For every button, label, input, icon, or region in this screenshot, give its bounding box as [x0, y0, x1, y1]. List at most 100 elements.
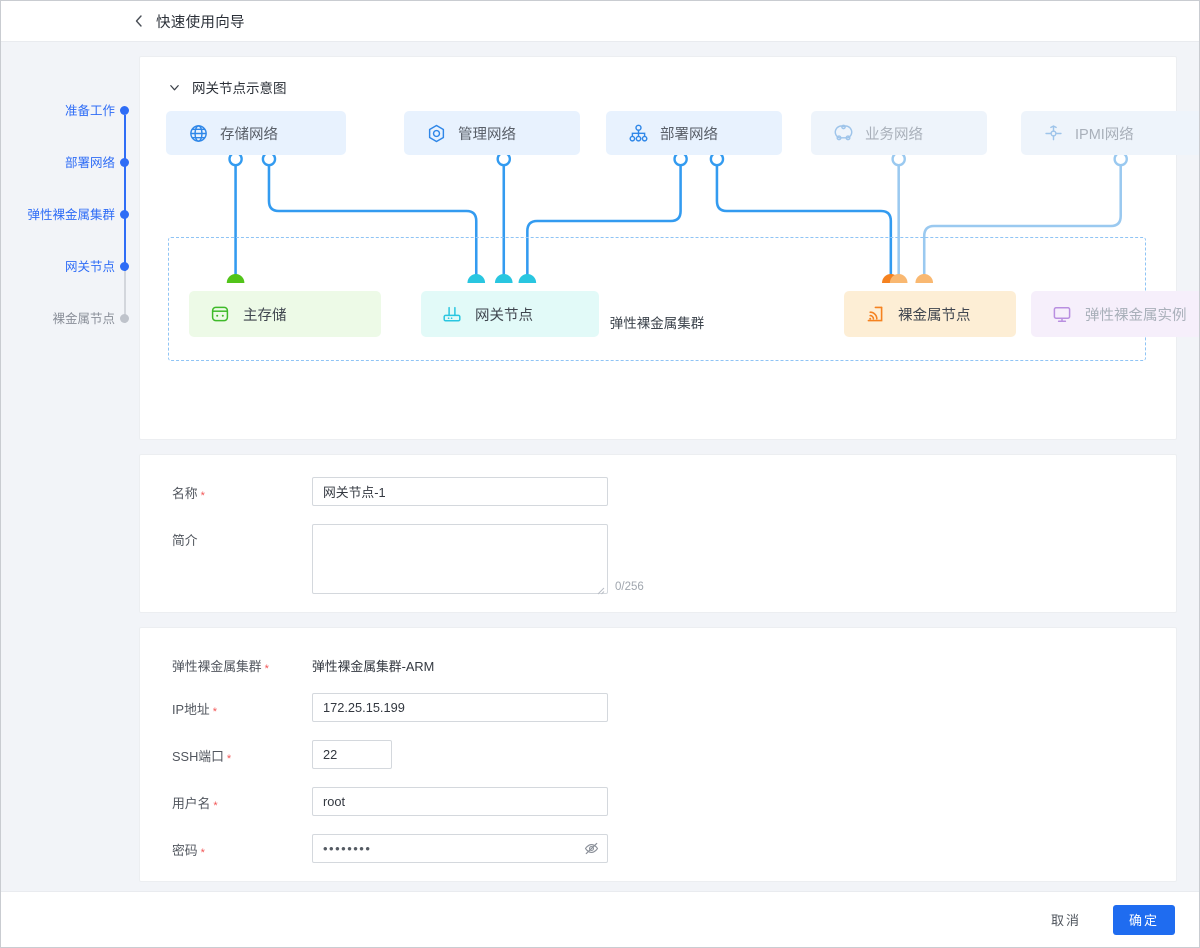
page-title: 快速使用向导: [156, 14, 245, 31]
form-row-port: SSH端口* 22: [140, 740, 1176, 769]
form-row-password: 密码* ••••••••: [140, 834, 1176, 863]
steps-sidebar: 准备工作 部署网络 弹性裸金属集群 网关节点 裸金属节点: [1, 42, 139, 891]
cloud-nodes-icon: [833, 123, 854, 144]
username-label-text: 用户名: [172, 796, 211, 811]
name-label: 名称*: [140, 477, 312, 502]
sidebar-step-2[interactable]: 弹性裸金属集群: [1, 208, 139, 271]
confirm-button[interactable]: 确定: [1113, 904, 1175, 935]
description-textarea[interactable]: [312, 524, 608, 595]
hexagon-target-icon: [426, 123, 447, 144]
password-label-text: 密码: [172, 843, 198, 858]
network-chip-storage[interactable]: 存储网络: [166, 111, 346, 155]
sidebar-step-1[interactable]: 部署网络: [1, 156, 139, 219]
password-label-cell: 密码*: [140, 834, 312, 859]
password-input[interactable]: ••••••••: [312, 834, 608, 863]
step-label: 部署网络: [64, 156, 115, 170]
step-dot: [120, 158, 129, 167]
name-input[interactable]: 网关节点-1: [312, 477, 608, 506]
description-label: 简介: [140, 524, 312, 549]
description-field-wrap: 0/256: [312, 524, 644, 595]
form-row-cluster: 弹性裸金属集群* 弹性裸金属集群-ARM: [140, 650, 1176, 675]
sidebar-step-0[interactable]: 准备工作: [1, 104, 139, 167]
page-footer: 取消 确定: [1, 891, 1199, 947]
ip-input[interactable]: 172.25.15.199: [312, 693, 608, 722]
port-label-cell: SSH端口*: [140, 740, 312, 765]
required-asterisk: *: [200, 847, 205, 859]
username-label-cell: 用户名*: [140, 787, 312, 812]
step-connector-line: [123, 115, 126, 167]
required-asterisk: *: [213, 800, 218, 812]
step-label: 准备工作: [64, 104, 115, 118]
name-label-text: 名称: [172, 486, 198, 501]
required-asterisk: *: [226, 753, 232, 765]
diagram-collapse-header[interactable]: 网关节点示意图: [156, 71, 1160, 97]
node-box-baremetal[interactable]: 裸金属节点: [844, 291, 1016, 337]
form-row-name: 名称* 网关节点-1: [140, 477, 1176, 506]
step-label: 裸金属节点: [52, 312, 115, 326]
node-box-label: 网关节点: [475, 307, 533, 324]
form-row-ip: IP地址* 172.25.15.199: [140, 693, 1176, 722]
step-dot: [120, 106, 129, 115]
chevron-left-icon[interactable]: [131, 13, 147, 29]
network-topology-diagram: 弹性裸金属集群 存储网络: [156, 111, 1199, 421]
node-box-label: 主存储: [243, 307, 287, 324]
step-dot: [120, 314, 129, 323]
network-chip-ipmi[interactable]: IPMI网络: [1021, 111, 1199, 155]
description-char-counter: 0/256: [615, 581, 644, 593]
required-asterisk: *: [264, 663, 269, 675]
cluster-label-text: 弹性裸金属集群: [172, 659, 262, 674]
ip-label-text: IP地址: [172, 702, 210, 717]
signal-server-icon: [864, 303, 886, 325]
network-chip-label: 部署网络: [660, 126, 718, 143]
ipmi-probe-icon: [1043, 123, 1064, 144]
required-asterisk: *: [200, 490, 205, 502]
main-content: 网关节点示意图: [139, 42, 1199, 891]
page-body: 准备工作 部署网络 弹性裸金属集群 网关节点 裸金属节点: [1, 42, 1199, 891]
step-connector-line: [123, 219, 126, 271]
step-dot: [120, 210, 129, 219]
form-row-description: 简介 0/256: [140, 524, 1176, 595]
basic-info-panel: 名称* 网关节点-1 简介: [139, 454, 1177, 613]
description-label-text: 简介: [172, 533, 198, 548]
network-chip-label: 管理网络: [458, 126, 516, 143]
globe-icon: [188, 123, 209, 144]
name-field-wrap: 网关节点-1: [312, 477, 608, 506]
sidebar-step-3[interactable]: 网关节点: [1, 260, 139, 323]
password-masked-value: ••••••••: [323, 841, 372, 856]
eye-off-icon[interactable]: [584, 841, 599, 856]
cluster-label-cell: 弹性裸金属集群*: [140, 650, 312, 675]
node-box-baremetal-instance[interactable]: 弹性裸金属实例: [1031, 291, 1199, 337]
password-field-wrap: ••••••••: [312, 834, 608, 863]
diagram-title: 网关节点示意图: [192, 81, 287, 96]
node-box-primary-storage[interactable]: 主存储: [189, 291, 381, 337]
cancel-button[interactable]: 取消: [1050, 913, 1081, 928]
network-chip-management[interactable]: 管理网络: [404, 111, 580, 155]
page-header: 快速使用向导: [1, 1, 1199, 42]
database-icon: [209, 303, 231, 325]
resize-grip-icon[interactable]: [595, 582, 605, 595]
network-chip-label: 业务网络: [865, 126, 923, 143]
form-row-username: 用户名* root: [140, 787, 1176, 816]
node-box-label: 弹性裸金属实例: [1085, 307, 1187, 324]
step-connector-line: [123, 271, 126, 323]
ip-label-cell: IP地址*: [140, 693, 312, 718]
node-tree-icon: [628, 123, 649, 144]
required-asterisk: *: [212, 706, 217, 718]
chevron-down-icon: [168, 81, 181, 94]
step-dot: [120, 262, 129, 271]
network-chip-business[interactable]: 业务网络: [811, 111, 987, 155]
step-label: 网关节点: [64, 260, 115, 274]
router-icon: [441, 303, 463, 325]
port-input[interactable]: 22: [312, 740, 392, 769]
node-box-gateway[interactable]: 网关节点: [421, 291, 599, 337]
diagram-panel: 网关节点示意图: [139, 56, 1199, 440]
sidebar-step-4[interactable]: 裸金属节点: [1, 312, 139, 364]
network-chip-label: 存储网络: [220, 126, 278, 143]
username-input[interactable]: root: [312, 787, 608, 816]
network-chip-deploy[interactable]: 部署网络: [606, 111, 782, 155]
cluster-label: 弹性裸金属集群: [609, 316, 705, 331]
monitor-icon: [1051, 303, 1073, 325]
cluster-value: 弹性裸金属集群-ARM: [312, 659, 435, 674]
port-label-text: SSH端口: [172, 749, 224, 764]
